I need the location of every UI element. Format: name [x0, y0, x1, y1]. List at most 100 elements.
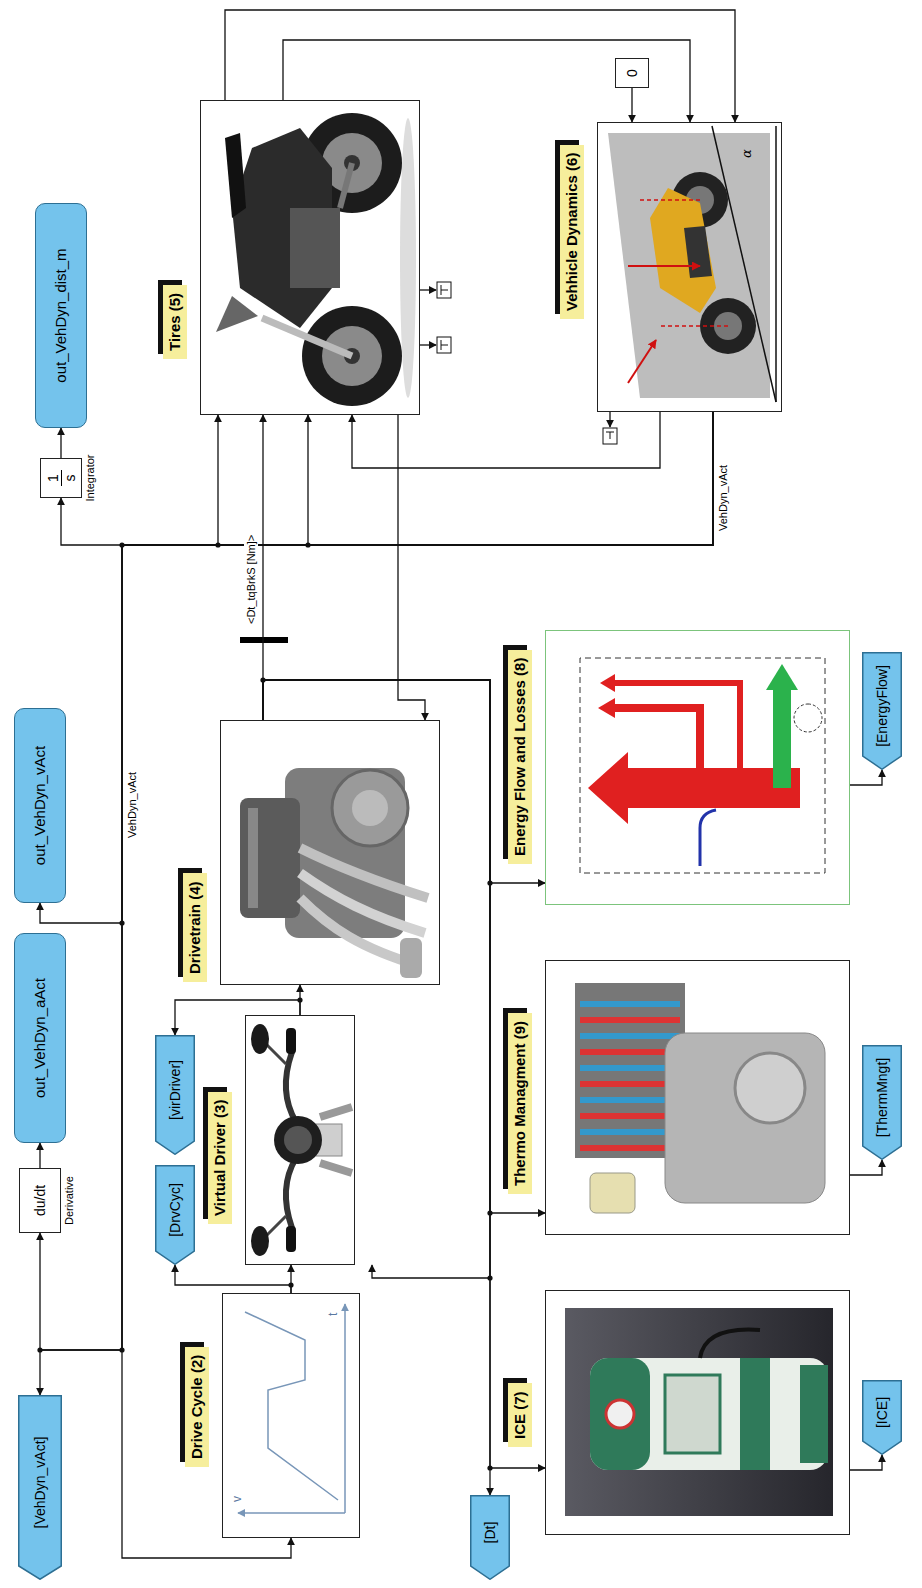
- vehicle-dynamics-illustration: [660, 325, 728, 327]
- engine-illustration: [248, 808, 258, 908]
- bus-selector: [240, 637, 288, 643]
- signal-line: [175, 1000, 300, 1035]
- port-name: out_VehDyn_aAct: [31, 978, 49, 1098]
- terminator-symbol: [441, 285, 448, 295]
- integrator-block: 1sIntegrator: [40, 458, 82, 498]
- engine-illustration: [240, 768, 428, 978]
- fuel-pump-illustration: [700, 1330, 760, 1358]
- signal-line: [850, 770, 882, 785]
- bus-selector: [240, 637, 288, 643]
- vehicle-dynamics-illustration: [775, 126, 777, 402]
- signal-line: [850, 1455, 882, 1470]
- engine-illustration: [240, 798, 300, 918]
- goto-tag: [ICE]: [862, 1380, 902, 1455]
- block-title: Virtual Driver (3): [208, 1092, 232, 1224]
- energy-flow-illustration: [766, 664, 798, 690]
- drive-cycle-graph: [344, 1304, 346, 1513]
- block-title: Vehhicle Dynamics (6): [560, 145, 584, 319]
- motorcycle-illustration: [216, 113, 416, 406]
- tag-name: [Dt]: [481, 1522, 499, 1544]
- fuel-pump-illustration: [665, 1375, 720, 1453]
- thermal-engine-illustration: [590, 1173, 635, 1213]
- handlebar-illustration: [251, 1024, 352, 1256]
- tag-outline: [863, 653, 902, 770]
- signal-line: [122, 412, 713, 1558]
- thermal-engine-illustration: [735, 1053, 805, 1123]
- terminator-symbol: [603, 428, 617, 444]
- thermal-engine-illustration: [575, 983, 825, 1213]
- outport-block: out_VehDyn_vAct: [14, 708, 66, 903]
- fuel-pump-illustration: [606, 1400, 634, 1428]
- terminator-symbol: [609, 412, 610, 427]
- subsystem-block: Thermo Managment (9): [545, 960, 850, 1235]
- terminator-symbol: [437, 337, 451, 353]
- signal-line: [175, 1265, 291, 1293]
- tag-name: [ICE]: [873, 1397, 891, 1428]
- thermal-engine-illustration: [665, 1033, 825, 1203]
- outport-block: out_VehDyn_aAct: [14, 933, 66, 1143]
- signal-line: [263, 680, 545, 1468]
- terminator-symbol: [437, 282, 451, 298]
- signal-line: [60, 428, 61, 458]
- energy-flow-illustration: [600, 674, 615, 692]
- energy-flow-illustration: [794, 704, 822, 732]
- motorcycle-illustration: [216, 296, 258, 332]
- handlebar-illustration: [266, 1044, 286, 1064]
- engine-illustration: [352, 790, 388, 826]
- energy-flow-illustration: [773, 688, 791, 788]
- tag-outline: [156, 1166, 195, 1265]
- subsystem-block: ICE (7): [545, 1290, 850, 1535]
- energy-flow-illustration: [700, 810, 716, 866]
- drive-cycle-graph: [245, 1312, 338, 1500]
- goto-tag: [VehDyn_vAct]: [18, 1395, 62, 1580]
- port-name: out_VehDyn_vAct: [31, 746, 49, 865]
- handlebar-illustration: [284, 1126, 312, 1154]
- signal-line: [262, 415, 263, 720]
- handlebar-illustration: [286, 1052, 296, 1122]
- handlebar-illustration: [286, 1158, 296, 1228]
- block-name: Integrator: [84, 419, 97, 537]
- block-text: 0: [624, 69, 640, 77]
- handlebar-illustration: [274, 1116, 322, 1164]
- drive-cycle-graph: [238, 1304, 345, 1513]
- numerator: 1: [45, 470, 62, 486]
- signal-label: VehDyn_vAct: [716, 463, 730, 533]
- signal-line: [398, 415, 425, 720]
- signal-line: [61, 412, 713, 545]
- tag-outline: [19, 1396, 62, 1580]
- tag-name: [DrvCyc]: [166, 1183, 184, 1237]
- vehicle-dynamics-illustration: [640, 199, 700, 201]
- block-title: Energy Flow and Losses (8): [508, 650, 532, 864]
- terminator-symbol: [420, 289, 436, 290]
- motorcycle-illustration: [340, 163, 352, 208]
- engine-illustration: [400, 938, 422, 978]
- energy-flow-illustration: [598, 698, 615, 718]
- fuel-pump-illustration: [590, 1358, 828, 1470]
- signal-line: [225, 10, 735, 122]
- constant-block: 0: [615, 58, 649, 88]
- signal-label: VehDyn_vAct: [125, 770, 139, 840]
- signal-line: [283, 40, 690, 122]
- terminator-symbol: [420, 344, 436, 345]
- goto-tag: [ThermMngt]: [862, 1045, 902, 1160]
- vehicle-dynamics-illustration: [628, 340, 656, 383]
- signal-line: [850, 1160, 882, 1175]
- goto-tag: [virDriver]: [155, 1035, 195, 1155]
- signal-label: α: [740, 147, 754, 160]
- terminator-symbol: [606, 432, 614, 439]
- block-title: Drivetrain (4): [183, 873, 207, 982]
- vehicle-dynamics-illustration: [608, 133, 770, 398]
- energy-flow-illustration: [588, 752, 800, 824]
- engine-illustration: [332, 770, 408, 846]
- thermal-engine-illustration: [580, 1017, 680, 1023]
- signal-line: [263, 680, 490, 1278]
- fuel-pump-illustration: [565, 1308, 833, 1516]
- engine-illustration: [300, 873, 425, 933]
- goto-tag: [EnergyFlow]: [862, 652, 902, 770]
- handlebar-illustration: [251, 1024, 269, 1054]
- tag-outline: [156, 1036, 195, 1155]
- tag-name: [VehDyn_vAct]: [31, 1437, 49, 1529]
- energy-flow-illustration: [612, 683, 740, 773]
- goto-tag: [Dt]: [470, 1495, 510, 1580]
